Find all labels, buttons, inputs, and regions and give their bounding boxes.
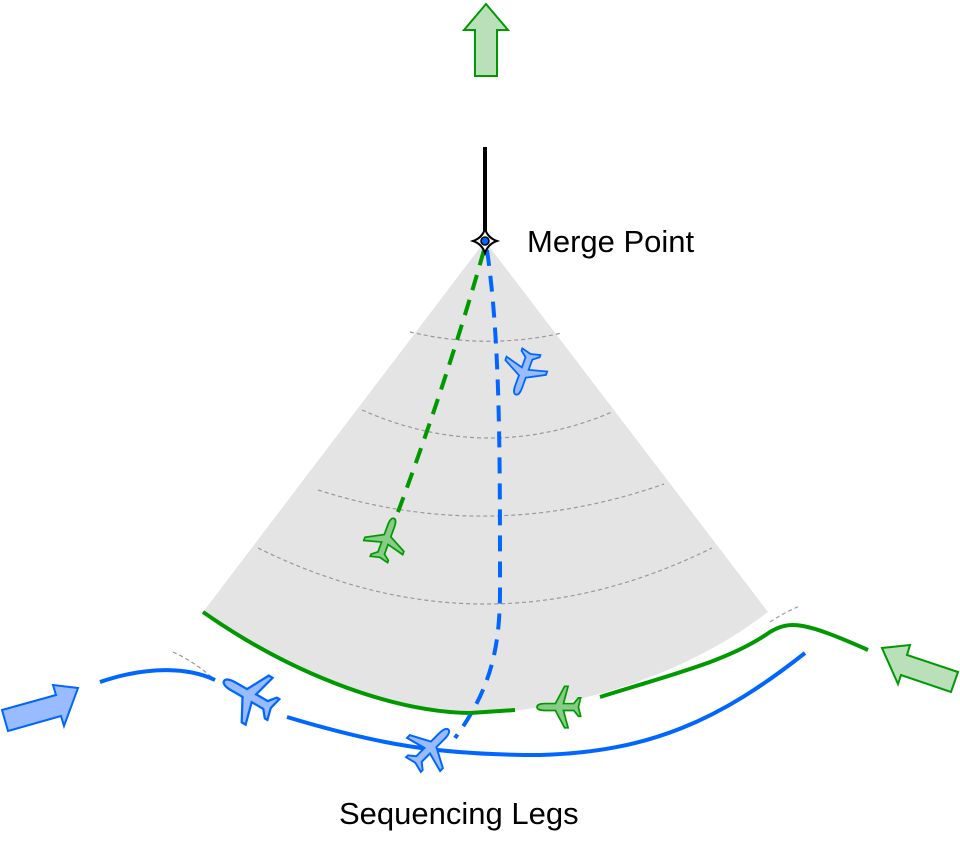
arrow-right-icon (0, 683, 80, 733)
blue-sequencing-leg-2 (286, 651, 807, 758)
blue-direct-path (453, 249, 503, 740)
waypoint-icon (469, 225, 501, 257)
arrow-left-icon (880, 643, 960, 694)
green-sequencing-leg (201, 610, 516, 716)
merge-point-label: Merge Point (527, 224, 695, 259)
sequencing-legs-label: Sequencing Legs (339, 796, 579, 831)
green-direct-path (393, 249, 486, 521)
arrow-up-icon (461, 2, 511, 77)
merge-sector (203, 241, 768, 714)
airplane-icon (209, 656, 289, 735)
green-sequencing-leg-2 (599, 623, 869, 699)
distance-arcs (172, 331, 801, 681)
blue-sequencing-leg (99, 668, 216, 684)
